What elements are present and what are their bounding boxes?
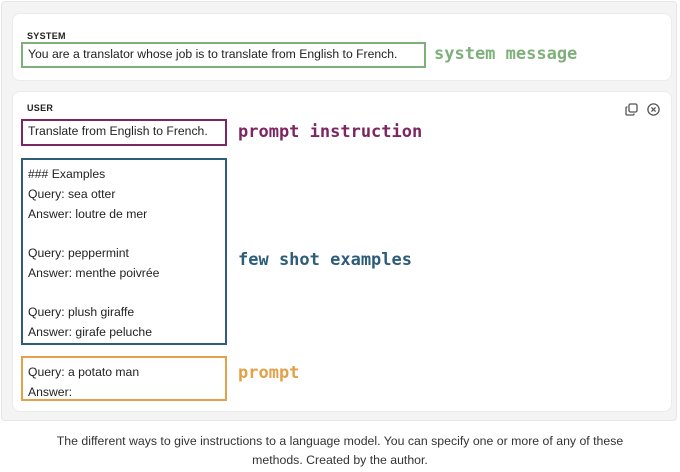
prompt-query: Query: a potato man: [28, 365, 140, 379]
example-answer: Answer: menthe poivrée: [28, 266, 160, 280]
example-spacer: [28, 224, 220, 243]
example-query: Query: plush giraffe: [28, 305, 135, 319]
example-query: Query: sea otter: [28, 187, 116, 201]
example-query: Query: peppermint: [28, 246, 129, 260]
example-answer: Answer: loutre de mer: [28, 207, 148, 221]
user-role-label: USER: [27, 103, 54, 113]
system-message-box[interactable]: You are a translator whose job is to tra…: [21, 42, 426, 68]
examples-heading: ### Examples: [28, 167, 106, 181]
prompt-instruction-box[interactable]: Translate from English to French.: [21, 119, 227, 146]
figure-caption: The different ways to give instructions …: [0, 432, 680, 470]
few-shot-annotation: few shot examples: [238, 250, 412, 270]
prompt-annotation: prompt: [238, 363, 300, 383]
user-message-panel: USER Translate from English to French. p…: [12, 91, 672, 412]
system-message-text: You are a translator whose job is to tra…: [28, 47, 398, 61]
system-message-annotation: system message: [434, 44, 578, 64]
copy-icon[interactable]: [624, 102, 638, 116]
few-shot-examples-box[interactable]: ### Examples Query: sea otter Answer: lo…: [21, 158, 227, 345]
prompt-instruction-text: Translate from English to French.: [28, 124, 208, 138]
playground-frame: SYSTEM You are a translator whose job is…: [1, 1, 677, 421]
prompt-answer: Answer:: [28, 385, 73, 399]
prompt-instruction-annotation: prompt instruction: [238, 122, 423, 142]
prompt-box[interactable]: Query: a potato man Answer:: [21, 356, 227, 401]
system-message-panel: SYSTEM You are a translator whose job is…: [12, 13, 672, 81]
example-spacer: [28, 283, 220, 302]
example-answer: Answer: girafe peluche: [28, 325, 152, 339]
close-circle-icon[interactable]: [646, 102, 660, 116]
caption-line: The different ways to give instructions …: [56, 434, 624, 448]
system-role-label: SYSTEM: [27, 31, 66, 41]
caption-line: methods. Created by the author.: [252, 453, 428, 467]
